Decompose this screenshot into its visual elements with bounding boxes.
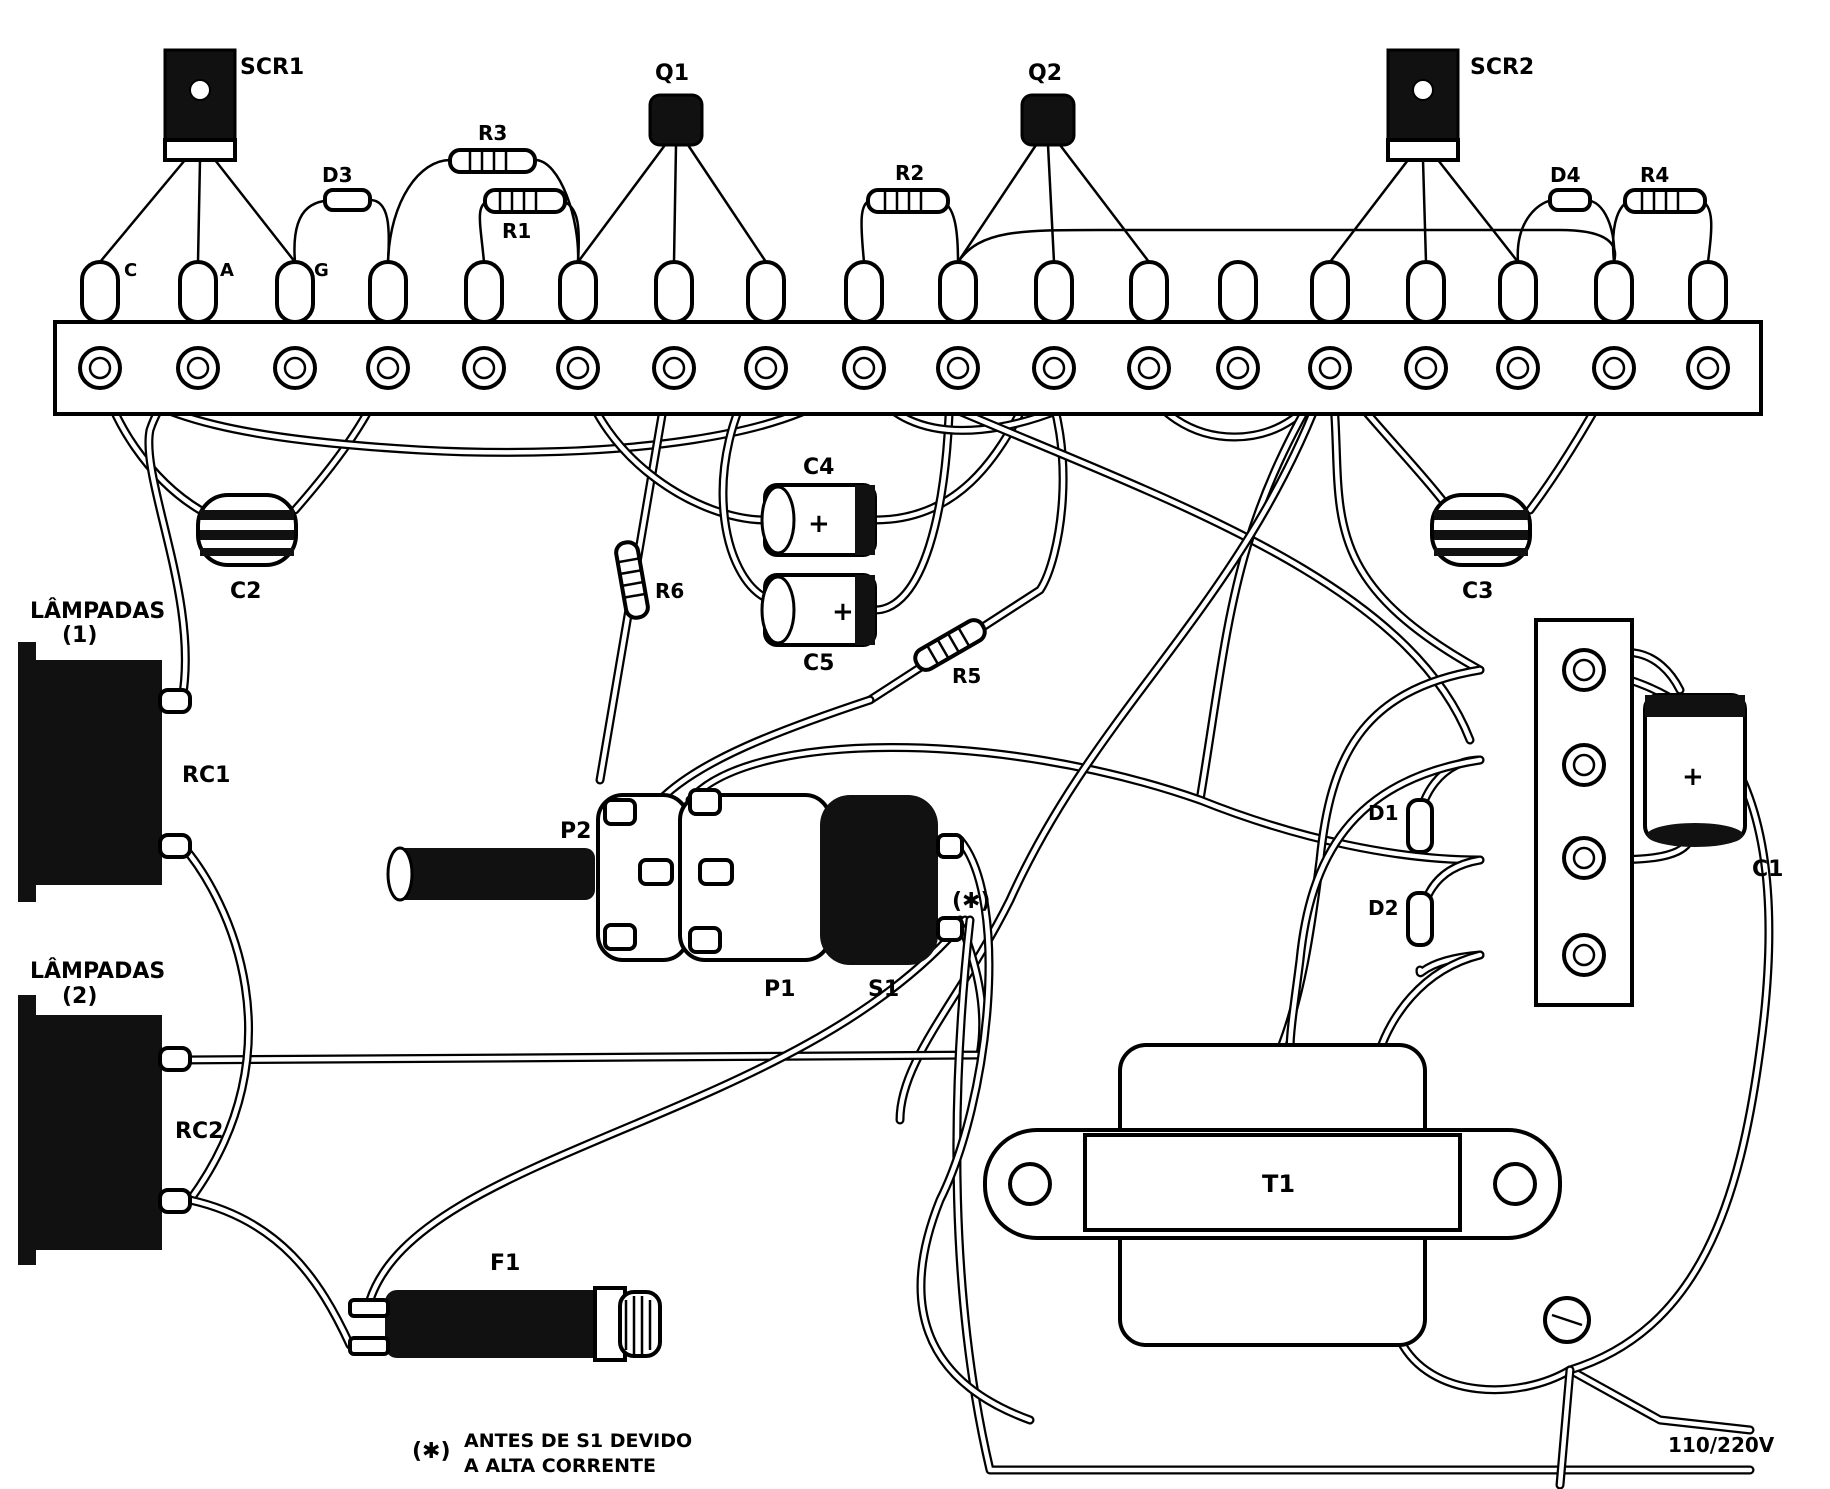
f1-label: F1 — [490, 1251, 520, 1276]
c5-label: C5 — [803, 651, 834, 676]
d2-label: D2 — [1368, 896, 1399, 920]
c2-label: C2 — [230, 579, 261, 604]
t1-label: T1 — [1262, 1170, 1295, 1198]
lamps2-title: LÂMPADAS — [30, 958, 165, 984]
scr2: SCR2 — [1329, 48, 1534, 263]
c3-label: C3 — [1462, 579, 1493, 604]
mains-voltage-label: 110/220V — [1668, 1433, 1775, 1457]
c4-label: C4 — [803, 455, 834, 480]
terminal-strip — [53, 260, 1763, 416]
r5: R5 — [913, 618, 987, 688]
c1-label: C1 — [1752, 857, 1783, 882]
d1: D1 — [1368, 798, 1434, 854]
pin-a-label: A — [220, 260, 234, 281]
footnote-marker: (✱) — [412, 1439, 451, 1464]
d4: D4 — [1516, 163, 1616, 263]
d3-label: D3 — [322, 163, 353, 187]
c4-polarity: + — [808, 509, 830, 539]
c4: + C4 — [760, 455, 877, 557]
c1-polarity: + — [1682, 762, 1704, 792]
c3: C3 — [1430, 493, 1532, 604]
r3-label: R3 — [478, 121, 507, 145]
c5-polarity: + — [832, 597, 854, 627]
r2-label: R2 — [895, 161, 924, 185]
r1-label: R1 — [502, 219, 531, 243]
rc2-label: RC2 — [175, 1119, 223, 1144]
top-jumper-wire — [956, 228, 1617, 263]
c5: + C5 — [760, 573, 877, 676]
lamps1-title: LÂMPADAS — [30, 598, 165, 624]
r6-label: R6 — [655, 579, 684, 603]
p2-label: P2 — [560, 819, 591, 844]
r1: R1 — [478, 188, 581, 263]
r4-label: R4 — [1640, 163, 1669, 187]
r5-label: R5 — [952, 664, 981, 688]
strip-holes — [78, 346, 1730, 390]
pin-c-label: C — [124, 260, 137, 281]
rc1-label: RC1 — [182, 763, 230, 788]
s1-label: S1 — [868, 977, 899, 1002]
bridge-board — [1534, 618, 1634, 1007]
s1-asterisk: (✱) — [952, 889, 991, 914]
scr2-label: SCR2 — [1470, 55, 1534, 80]
d2: D2 — [1368, 891, 1434, 947]
p1-label: P1 — [764, 977, 795, 1002]
lamps1-number: (1) — [62, 623, 97, 648]
r3: R3 — [386, 121, 580, 263]
transformer-t1: T1 — [983, 1043, 1562, 1347]
lamps2-number: (2) — [62, 984, 97, 1009]
footnote-line2: A ALTA CORRENTE — [464, 1455, 656, 1477]
lamp-socket-1: LÂMPADAS (1) RC1 — [18, 598, 230, 902]
q1-label: Q1 — [655, 61, 689, 86]
strip-lugs — [80, 260, 1728, 324]
lamp-socket-2: LÂMPADAS (2) RC2 — [18, 958, 223, 1265]
d4-label: D4 — [1550, 163, 1581, 187]
d3: D3 — [293, 163, 391, 263]
ground-screw — [1543, 1296, 1591, 1344]
r6: R6 — [614, 540, 684, 620]
pin-g-label: G — [314, 260, 329, 281]
footnote: (✱) ANTES DE S1 DEVIDO A ALTA CORRENTE — [412, 1430, 692, 1477]
r2: R2 — [860, 161, 960, 263]
potentiometer-assembly: P2 P1 S1 (✱) — [386, 788, 991, 1002]
q2-label: Q2 — [1028, 61, 1062, 86]
r4: R4 — [1611, 163, 1713, 263]
c1: + C1 — [1643, 693, 1783, 882]
fuse-holder-f1: F1 — [348, 1251, 662, 1362]
q2: Q2 — [956, 61, 1150, 263]
scr1-label: SCR1 — [240, 55, 304, 80]
footnote-line1: ANTES DE S1 DEVIDO — [464, 1430, 692, 1452]
c2: C2 — [196, 493, 298, 604]
d1-label: D1 — [1368, 801, 1399, 825]
q1: Q1 — [576, 61, 768, 263]
scr1: SCR1 C A G — [99, 48, 329, 281]
